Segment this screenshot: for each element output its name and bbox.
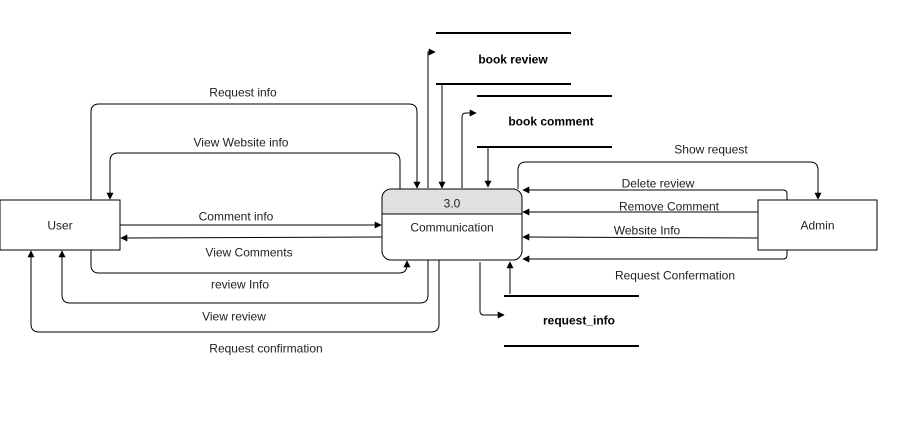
flow-to-request-info-store [479, 262, 505, 319]
request-info-store-label: request_info [543, 314, 615, 328]
flow-label-delete-review: Delete review [622, 177, 695, 191]
flow-view-comments [120, 234, 383, 242]
flow-view-review [58, 250, 429, 304]
data-store-book-comment[interactable]: book comment [477, 95, 612, 148]
flow-view-website-info [106, 152, 401, 200]
admin-entity-label: Admin [800, 219, 834, 233]
flow-label-remove-comment: Remove Comment [619, 200, 720, 214]
flow-show-request [517, 161, 822, 200]
data-store-book-review[interactable]: book review [436, 32, 571, 85]
flow-delete-review [522, 186, 788, 200]
flow-request-confirmation [27, 250, 440, 333]
book-review-label: book review [478, 53, 548, 67]
user-entity-label: User [47, 219, 72, 233]
flow-label-view-review: View review [202, 310, 266, 324]
flow-review-info [90, 250, 411, 274]
flow-to-book-comment [461, 109, 477, 188]
flow-label-website-info: Website Info [614, 224, 681, 238]
flow-label-request-confermation: Request Confermation [615, 269, 735, 283]
flow-label-comment-info: Comment info [199, 210, 274, 224]
process-name: Communication [410, 221, 493, 235]
flow-to-book-review [427, 48, 436, 188]
book-comment-label: book comment [508, 115, 593, 129]
admin-entity[interactable]: Admin [757, 199, 878, 251]
flow-label-view-website-info: View Website info [194, 136, 289, 150]
process-header [382, 189, 522, 214]
flow-label-request-confirmation: Request confirmation [209, 342, 322, 356]
data-store-request-info[interactable]: request_info [504, 295, 639, 347]
flow-website-info [522, 233, 759, 241]
flow-label-review-info: review Info [211, 278, 269, 292]
flow-label-view-comments: View Comments [205, 246, 292, 260]
process-communication[interactable]: 3.0 Communication [381, 188, 523, 261]
flow-label-show-request: Show request [674, 143, 748, 157]
flow-label-request-info: Request info [209, 86, 277, 100]
flow-request-confermation [522, 250, 788, 263]
flow-request-info [90, 103, 421, 200]
user-entity[interactable]: User [0, 199, 121, 251]
process-number: 3.0 [444, 197, 461, 211]
